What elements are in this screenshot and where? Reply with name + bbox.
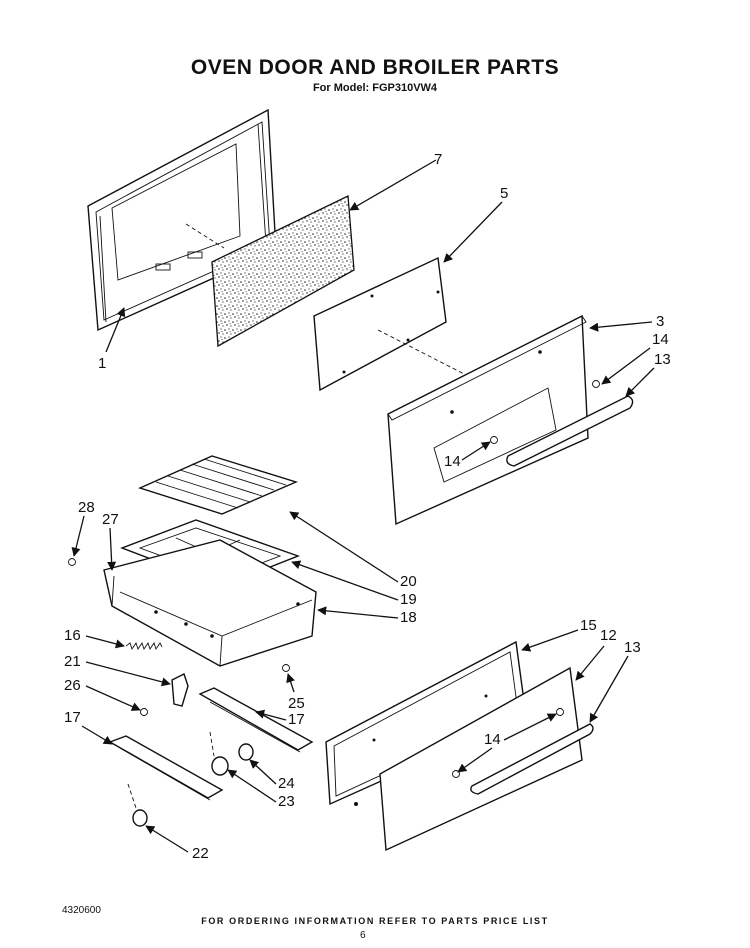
broiler-drawer [103,539,317,672]
callout-13a: 13 [654,351,671,368]
callout-5: 5 [500,185,508,202]
model-subtitle: For Model: FGP310VW4 [312,82,438,94]
callout-22: 22 [192,845,209,862]
door-glass-panel [313,256,473,392]
slide-rail-left [108,735,224,801]
callout-15: 15 [580,617,597,634]
knob [211,743,254,776]
callout-18: 18 [400,609,417,626]
slide-rail-right [198,687,314,753]
callout-20: 20 [400,573,417,590]
spring [125,641,163,651]
callout-12: 12 [600,627,617,644]
callout-19: 19 [400,591,417,608]
callout-27: 27 [102,511,119,528]
broiler-outer-door [379,666,594,852]
callout-3: 3 [656,313,664,330]
callout-labels: 1 3 5 7 13 14 14 12 13 15 14 16 17 17 18… [64,151,671,862]
callout-17b: 17 [288,711,305,728]
callout-14a: 14 [652,331,669,348]
callout-13b: 13 [624,639,641,656]
leader-lines [71,159,655,853]
latch [171,673,189,707]
callout-7: 7 [434,151,442,168]
inner-door-frame [87,108,277,332]
broiler-grid [138,455,299,515]
callout-16: 16 [64,627,81,644]
callout-24: 24 [278,775,295,792]
outer-oven-door [387,314,634,526]
door-insulation [211,195,355,348]
callout-21: 21 [64,653,81,670]
callout-25: 25 [288,695,305,712]
document-number: 4320600 [62,905,101,916]
callout-23: 23 [278,793,295,810]
callout-17a: 17 [64,709,81,726]
ordering-note: FOR ORDERING INFORMATION REFER TO PARTS … [201,916,549,926]
callout-14c: 14 [484,731,501,748]
callout-14b: 14 [444,453,461,470]
bumper [132,809,148,827]
screw [68,558,148,716]
callout-1: 1 [98,355,106,372]
page-title: OVEN DOOR AND BROILER PARTS [190,56,560,79]
callout-28: 28 [78,499,95,516]
callout-26: 26 [64,677,81,694]
page-number: 6 [360,930,366,941]
